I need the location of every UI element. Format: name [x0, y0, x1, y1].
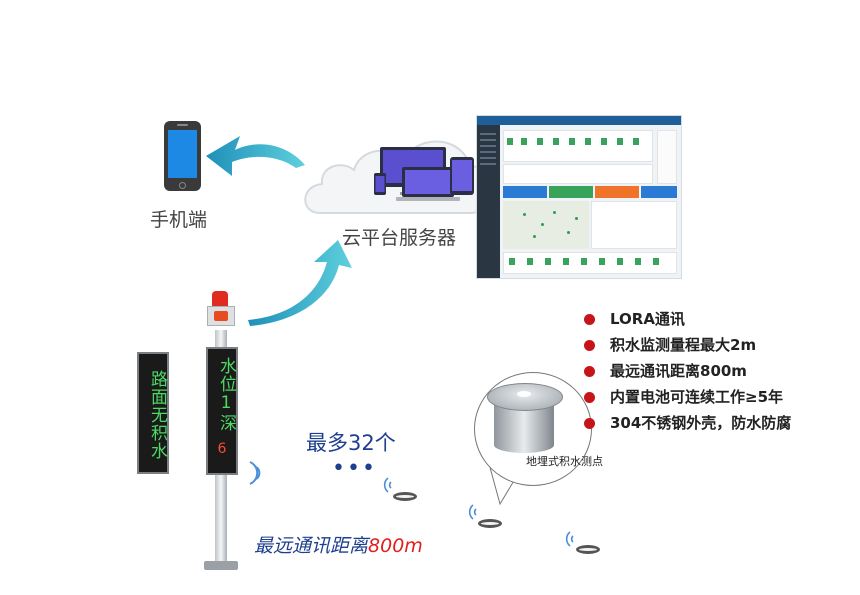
alarm-light-box	[207, 306, 235, 326]
devices-group	[374, 147, 474, 201]
platform-dashboard	[476, 115, 682, 279]
dashboard-kpi-green	[549, 186, 593, 198]
phone-small-icon	[374, 173, 386, 195]
sensor-cap	[487, 383, 563, 411]
ellipsis-dots: •••	[332, 456, 377, 481]
bullet-icon	[584, 366, 595, 377]
feature-text: 积水监测量程最大2m	[610, 336, 757, 354]
feature-text: 内置电池可连续工作≥5年	[610, 388, 784, 406]
dashboard-map	[503, 201, 589, 249]
arrow-to-phone	[206, 136, 305, 176]
led-sign-right: 水位1深 6	[206, 347, 238, 475]
dashboard-kpi-blue	[503, 186, 547, 198]
led-sign-left-text: 路面无积水	[147, 370, 167, 460]
wifi-signal-icon-2	[468, 504, 477, 520]
laptop-icon	[396, 167, 460, 201]
bullet-icon	[584, 340, 595, 351]
arrow-to-cloud	[248, 240, 352, 326]
dashboard-right-list	[657, 130, 677, 184]
led-sign-right-red: 6	[217, 441, 227, 457]
phone-screen	[168, 130, 197, 178]
led-sign-left: 路面无积水	[137, 352, 169, 474]
bullet-icon	[584, 314, 595, 325]
wifi-signal-icon-3	[565, 531, 574, 547]
dashboard-panel-mid	[503, 164, 653, 184]
dashboard-detail	[591, 201, 677, 249]
phone-home-button	[179, 182, 186, 189]
pole-base	[204, 561, 238, 570]
sensor-cap-dot	[517, 391, 531, 397]
feature-text: 最远通讯距离800m	[610, 362, 747, 380]
bullet-icon	[584, 392, 595, 403]
wifi-signal-icon-1	[383, 477, 392, 493]
siren-icon	[212, 291, 228, 309]
dashboard-kpi-blue2	[641, 186, 677, 198]
bullet-icon	[584, 418, 595, 429]
phone-icon	[164, 121, 201, 191]
phone-label: 手机端	[150, 209, 208, 231]
distance-value: 800m	[368, 535, 423, 557]
ground-sensor-1	[393, 492, 417, 501]
ground-sensor-3	[576, 545, 600, 554]
dashboard-sidebar	[477, 125, 500, 278]
distance-prefix: 最远通讯距离	[254, 535, 369, 557]
wifi-signal-icon	[249, 461, 261, 485]
distance-label: 最远通讯距离800m	[254, 531, 423, 558]
phone-speaker	[177, 124, 188, 126]
feature-text: LORA通讯	[610, 310, 685, 328]
dashboard-panel-bottom	[503, 252, 677, 274]
tablet-icon	[450, 157, 474, 195]
cloud-label: 云平台服务器	[342, 227, 457, 249]
ground-sensor-2	[478, 519, 502, 528]
max-nodes-label: 最多32个	[306, 431, 396, 455]
dashboard-topbar	[477, 116, 681, 125]
feature-text: 304不锈钢外壳，防水防腐	[610, 414, 792, 432]
dashboard-panel-top	[503, 130, 653, 162]
sensor-label: 地埋式积水测点	[526, 455, 603, 468]
led-sign-right-text: 水位1深	[216, 356, 236, 432]
dashboard-kpi-orange	[595, 186, 639, 198]
